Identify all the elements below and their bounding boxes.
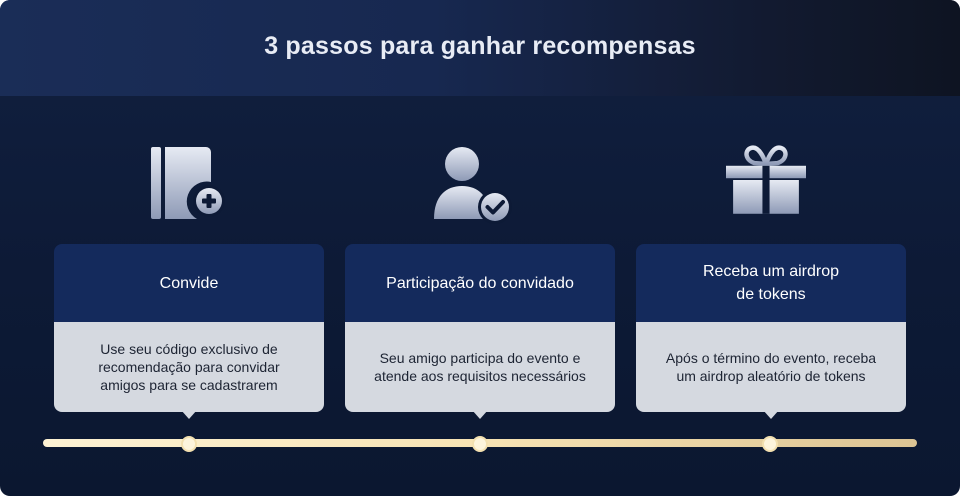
step-card-heading: Convide — [54, 244, 324, 322]
banner-title: 3 passos para ganhar recompensas — [264, 32, 696, 60]
step-card-airdrop: Receba um airdrop de tokens Após o térmi… — [636, 244, 906, 419]
gift-icon — [726, 140, 806, 220]
user-check-icon — [432, 144, 512, 224]
step-card-description: Use seu código exclusivo de recomendação… — [54, 322, 324, 412]
step-card-heading: Participação do convidado — [345, 244, 615, 322]
step-card-participation: Participação do convidado Seu amigo part… — [345, 244, 615, 419]
timeline-step-dot — [762, 436, 778, 452]
card-pointer — [181, 410, 197, 419]
timeline-step-dot — [472, 436, 488, 452]
step-card-heading: Receba um airdrop de tokens — [636, 244, 906, 322]
step-card-invite: Convide Use seu código exclusivo de reco… — [54, 244, 324, 419]
step-card-description: Após o término do evento, receba um aird… — [636, 322, 906, 412]
banner-header — [0, 0, 960, 96]
step-card-description: Seu amigo participa do evento e atende a… — [345, 322, 615, 412]
card-pointer — [472, 410, 488, 419]
card-pointer — [763, 410, 779, 419]
add-contact-book-icon — [148, 144, 228, 224]
timeline-step-dot — [181, 436, 197, 452]
